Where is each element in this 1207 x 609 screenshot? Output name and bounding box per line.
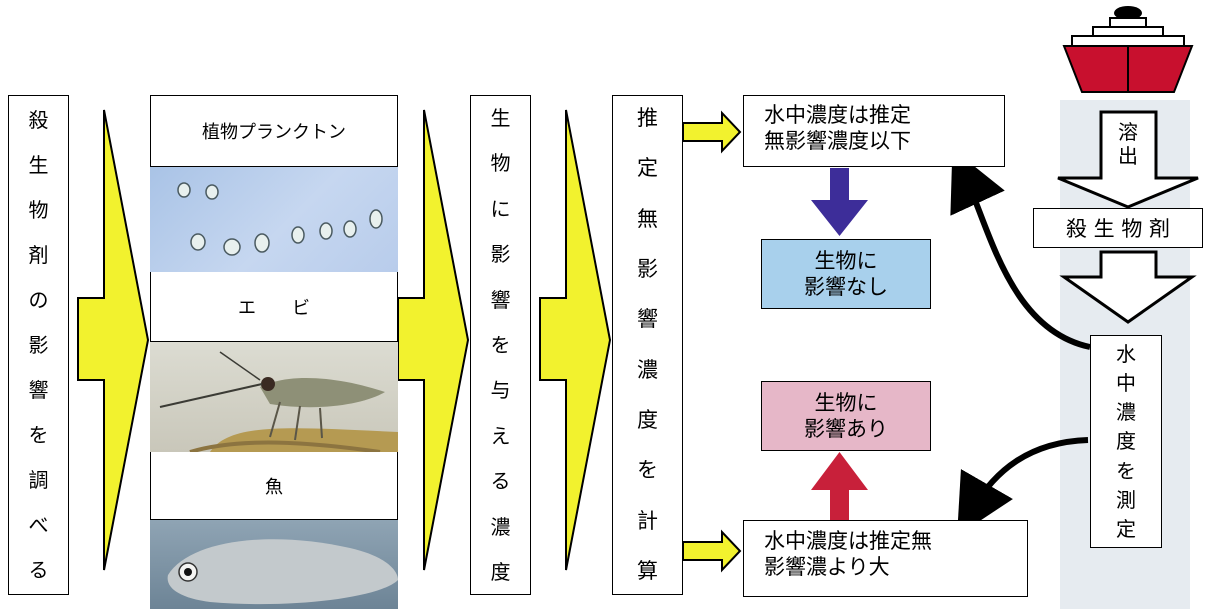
arrow-organisms-to-effect bbox=[397, 109, 470, 571]
shrimp-icon bbox=[159, 351, 398, 452]
biocide-label: 殺 生 物 剤 bbox=[1033, 208, 1203, 248]
pnec-char: 影 bbox=[637, 256, 658, 281]
pnec-char: 推 bbox=[637, 106, 658, 130]
effect-char: 影 bbox=[490, 242, 511, 267]
arrow-no-effect bbox=[811, 168, 868, 236]
pnec-char: 度 bbox=[637, 407, 658, 432]
shrimp-label: エ ビ bbox=[150, 272, 398, 342]
research-char: を bbox=[28, 423, 49, 447]
pnec-char: 響 bbox=[637, 307, 658, 332]
research-char: の bbox=[28, 288, 49, 312]
pnec-char: 無 bbox=[637, 206, 658, 231]
curve-arrow-to-above-outcome bbox=[957, 437, 1089, 537]
research-char: べ bbox=[28, 513, 49, 537]
pnec-char: を bbox=[637, 458, 658, 483]
research-char: 物 bbox=[28, 198, 49, 222]
research-char: 響 bbox=[28, 378, 49, 402]
water-measurement-column: 水 中 濃 度 を 測 定 bbox=[1090, 335, 1162, 548]
elution-label: 溶 出 bbox=[1118, 120, 1138, 168]
effect-char: 与 bbox=[490, 378, 511, 403]
fish-icon bbox=[167, 539, 398, 605]
research-char: 影 bbox=[28, 333, 49, 357]
arrow-effect bbox=[811, 452, 868, 520]
phytoplankton-photo bbox=[150, 167, 398, 272]
pnec-char: 定 bbox=[637, 156, 658, 181]
arrow-to-above-outcome bbox=[682, 529, 742, 573]
effect-char: る bbox=[490, 469, 511, 494]
research-char: 殺 bbox=[28, 108, 49, 132]
fish-label: 魚 bbox=[150, 452, 398, 520]
pnec-char: 算 bbox=[637, 558, 658, 583]
fish-photo bbox=[150, 520, 398, 609]
effect-char: 生 bbox=[490, 106, 511, 130]
effect-char: 度 bbox=[490, 559, 511, 584]
arrow-to-below-outcome bbox=[682, 110, 742, 154]
result-no-effect: 生物に 影響なし bbox=[761, 239, 931, 309]
plankton-cells-icon bbox=[177, 182, 383, 256]
effect-char: 響 bbox=[490, 287, 511, 312]
effect-char: に bbox=[490, 196, 511, 221]
outcome-above-pnec: 水中濃度は推定無 影響濃より大 bbox=[743, 520, 1028, 597]
phytoplankton-label: 植物プランクトン bbox=[150, 95, 398, 167]
result-effect: 生物に 影響あり bbox=[761, 381, 931, 451]
shrimp-photo bbox=[150, 342, 398, 452]
pnec-char: 濃 bbox=[637, 357, 658, 382]
effect-char: 濃 bbox=[490, 514, 511, 539]
pnec-char: 計 bbox=[637, 508, 658, 533]
curve-arrow-to-below-outcome bbox=[950, 148, 1091, 350]
arrow-biocide-to-water bbox=[1059, 250, 1197, 324]
arrow-elution bbox=[1057, 110, 1199, 209]
pnec-column: 推 定 無 影 響 濃 度 を 計 算 bbox=[612, 95, 683, 595]
outcome-below-pnec: 水中濃度は推定 無影響濃度以下 bbox=[743, 95, 1005, 167]
effect-concentration-column: 生 物 に 影 響 を 与 え る 濃 度 bbox=[470, 95, 531, 595]
research-char: る bbox=[28, 558, 49, 582]
research-char: 剤 bbox=[28, 243, 49, 267]
effect-char: え bbox=[490, 423, 511, 448]
research-char: 調 bbox=[28, 468, 49, 492]
ship-icon bbox=[1062, 6, 1194, 93]
arrow-research-to-organisms bbox=[77, 109, 150, 571]
research-char: 生 bbox=[28, 153, 49, 177]
effect-char: 物 bbox=[490, 151, 511, 176]
arrow-effect-to-pnec bbox=[539, 109, 612, 571]
research-column: 殺 生 物 剤 の 影 響 を 調 べ る bbox=[8, 95, 69, 595]
effect-char: を bbox=[490, 332, 511, 357]
